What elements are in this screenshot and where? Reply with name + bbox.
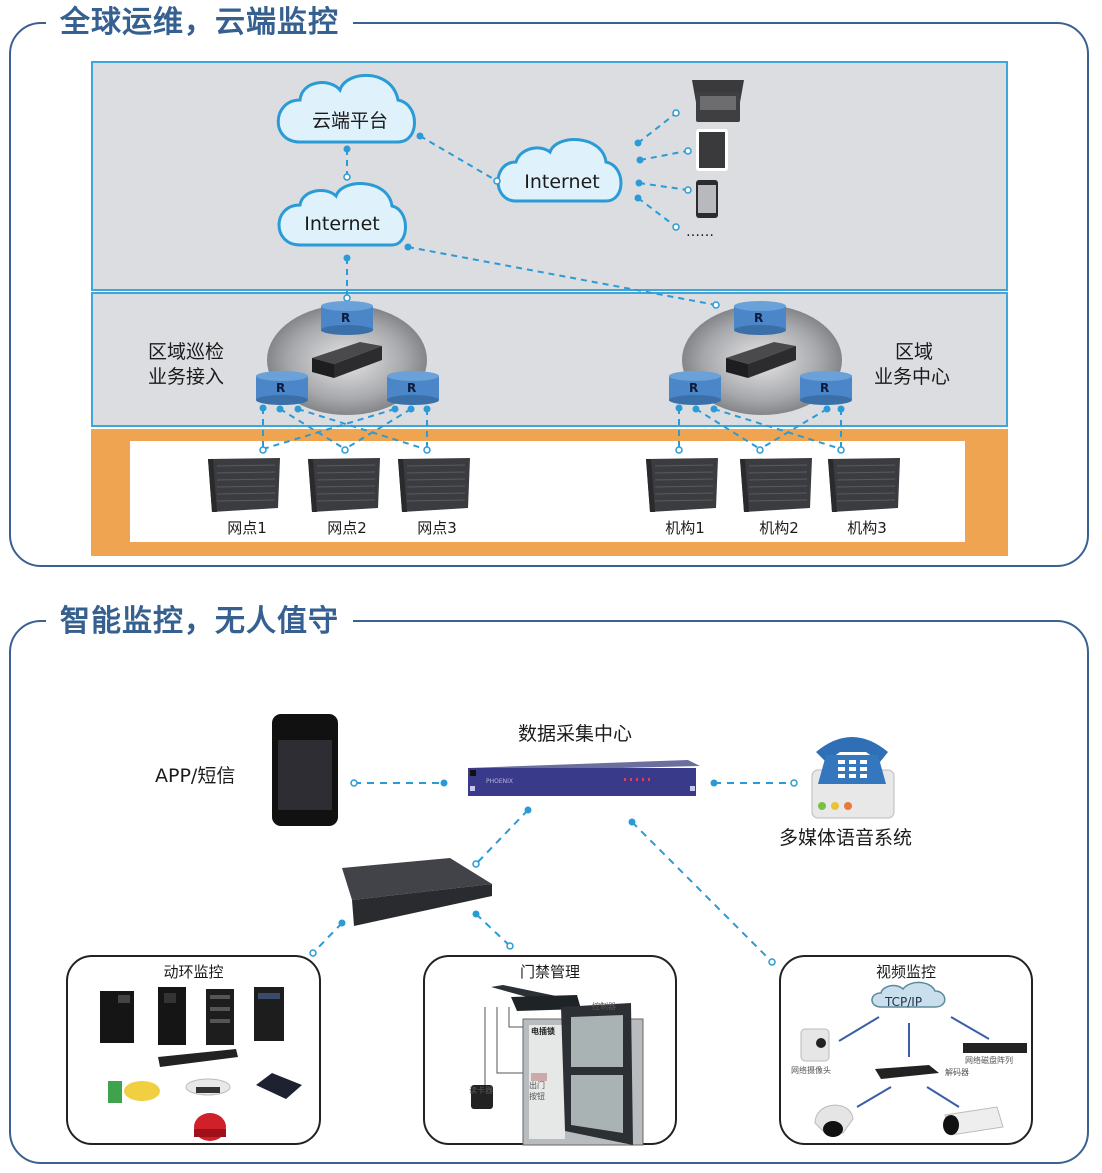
video-monitoring-title: 视频监控 — [875, 963, 936, 981]
laptop-icon — [692, 80, 744, 122]
app-sms-label: APP/短信 — [155, 765, 236, 787]
server-rack-icon — [398, 458, 470, 512]
router-icon — [734, 301, 786, 335]
internet-right-cloud-shape — [496, 138, 623, 203]
server-left — [312, 342, 382, 378]
internet-left-label: Internet — [304, 213, 380, 235]
controller-label: 控制器 — [592, 1002, 616, 1011]
region-panel — [91, 292, 1008, 427]
node-label: 网点3 — [417, 519, 457, 537]
section-global-ops-title: 全球运维，云端监控 — [46, 3, 353, 43]
electric-lock-label: 电插锁 — [531, 1027, 555, 1036]
router-label: R — [341, 311, 351, 325]
ip-camera-label: 网络摄像头 — [791, 1066, 831, 1075]
router-label: R — [689, 381, 699, 395]
access-diagram — [471, 985, 644, 1146]
data-center-label: 数据采集中心 — [518, 723, 633, 745]
router-label: R — [820, 381, 830, 395]
section-smart-monitor-frame — [9, 620, 1089, 1164]
section-smart-monitor-title: 智能监控，无人值守 — [46, 602, 353, 642]
tcpip-label: TCP/IP — [885, 995, 923, 1009]
node-label: 机构2 — [759, 519, 799, 537]
env-monitoring-box: 动环监控 — [66, 955, 321, 1145]
card-reader-label: 读卡器 — [469, 1086, 493, 1095]
router-icon — [256, 371, 308, 405]
router-icon — [800, 371, 852, 405]
video-monitoring-box: 视频监控 TCP/IP 网络摄像头 网络磁盘阵列 解码器 — [779, 955, 1033, 1145]
disk-array-label: 网络磁盘阵列 — [965, 1056, 1013, 1065]
access-control-title: 门禁管理 — [519, 963, 580, 981]
data-collector-device — [468, 760, 700, 796]
cloud-platform-shape — [276, 74, 416, 144]
region-right-line2: 业务中心 — [874, 366, 951, 388]
internet-right-label: Internet — [524, 171, 600, 193]
region-left-line2: 业务接入 — [148, 366, 225, 388]
router-label: R — [276, 381, 286, 395]
env-devices — [100, 987, 302, 1141]
node-label: 网点2 — [327, 519, 367, 537]
router-label: R — [754, 311, 764, 325]
device-brand-label: PHOENIX — [486, 778, 514, 785]
telephone-icon — [811, 737, 895, 819]
server-rack-icon — [308, 458, 380, 512]
section-global-ops-frame — [9, 22, 1089, 567]
server-rack-icon — [740, 458, 812, 512]
router-icon — [321, 301, 373, 335]
region-right-line1: 区域 — [895, 341, 934, 363]
server-rack-icon — [646, 458, 718, 512]
tablet-icon — [696, 129, 728, 171]
network-switch — [342, 858, 492, 926]
voice-system-label: 多媒体语音系统 — [779, 827, 913, 849]
cloud-platform-label: 云端平台 — [311, 110, 388, 132]
router-icon — [669, 371, 721, 405]
node-label: 网点1 — [227, 519, 267, 537]
server-rack-icon — [828, 458, 900, 512]
env-monitoring-title: 动环监控 — [163, 963, 224, 981]
internet-left-cloud-shape — [277, 182, 407, 247]
node-label: 机构3 — [847, 519, 887, 537]
router-label: R — [407, 381, 417, 395]
router-icon — [387, 371, 439, 405]
server-right — [726, 342, 796, 378]
more-devices-ellipsis: …… — [686, 224, 714, 240]
video-diagram — [800, 981, 1027, 1137]
region-left-line1: 区域巡检 — [148, 341, 225, 363]
exit-button-label: 出门按钮 — [529, 1081, 545, 1101]
server-rack-icon — [208, 458, 280, 512]
decoder-label: 解码器 — [945, 1068, 969, 1077]
access-control-box: 门禁管理 控制器 电插锁 读卡器 出门按钮 — [423, 955, 677, 1146]
smartphone-icon — [696, 180, 718, 218]
node-label: 机构1 — [665, 519, 705, 537]
phone-device — [272, 714, 338, 826]
